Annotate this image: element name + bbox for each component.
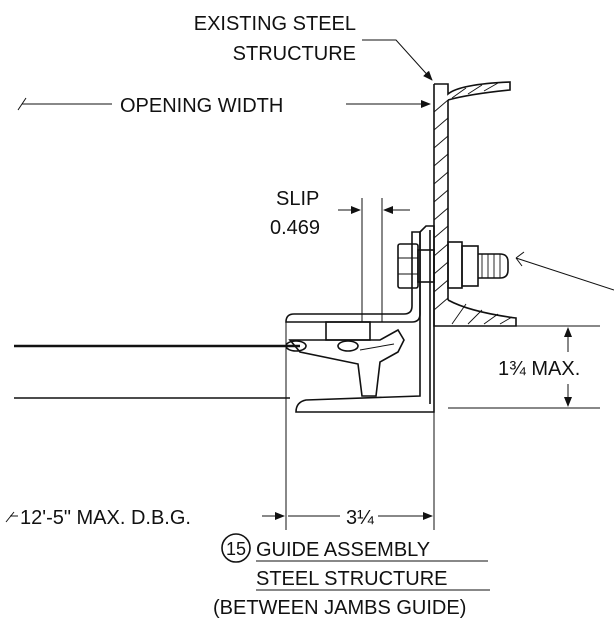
dim-max-height [448,325,600,409]
dim-slip [338,198,410,322]
label-existing-steel-2: STRUCTURE [233,43,356,65]
leader-existing-steel [362,39,433,81]
bolt-assembly [397,241,509,289]
steel-structure [433,81,517,327]
title-line-3: (BETWEEN JAMBS GUIDE) [213,597,466,619]
callout-number: 15 [226,539,246,559]
title-line-1: GUIDE ASSEMBLY [256,539,430,561]
guide-angle [295,225,435,413]
label-slip-value: 0.469 [270,217,320,239]
title-line-2: STEEL STRUCTURE [256,568,448,590]
leader-bolt-callout [515,251,614,291]
dim-opening-width [17,97,431,111]
label-existing-steel-1: EXISTING STEEL [194,13,356,35]
door-panel [14,328,405,399]
label-max-dbg: 12'-5" MAX. D.B.G. [20,507,191,529]
upper-bracket [285,231,421,341]
title-block [221,533,490,591]
label-max-height: 1¾ MAX. [498,358,580,380]
label-slip: SLIP [276,188,319,210]
label-width-dim: 3¼ [346,507,374,529]
dim-bottom [5,511,433,523]
label-opening-width: OPENING WIDTH [120,95,283,117]
extension-lines [285,322,435,530]
